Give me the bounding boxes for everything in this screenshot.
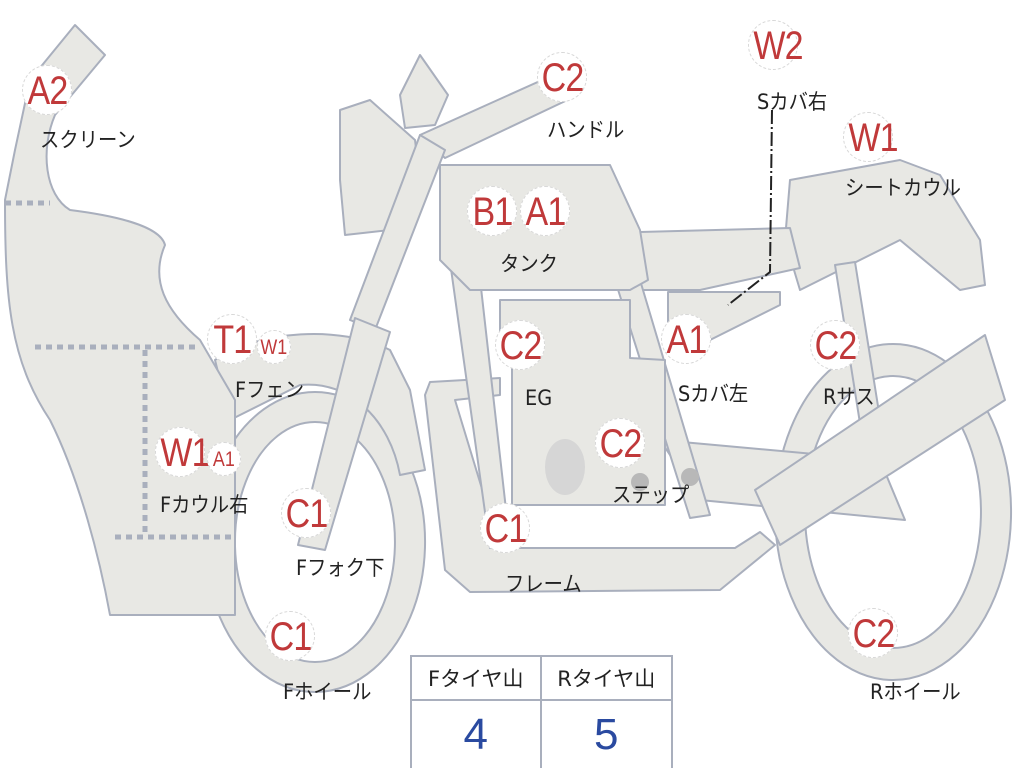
grade-badge-f-fender-1: T1	[207, 314, 257, 364]
leader-line	[727, 109, 773, 306]
label-r-sus: Rサス	[823, 385, 875, 409]
label-eg: EG	[525, 386, 553, 410]
frame-shape	[424, 377, 776, 593]
label-seat-cowl: シートカウル	[845, 176, 961, 200]
grade-badge-seat-cowl: W1	[843, 112, 899, 162]
label-tank: タンク	[500, 252, 558, 276]
label-step: ステップ	[612, 483, 690, 507]
label-r-wheel: Rホイール	[870, 680, 961, 704]
engine-cover-shape	[545, 439, 585, 495]
grade-badge-handle: C2	[537, 52, 587, 102]
grade-badge-f-wheel: C1	[265, 611, 315, 661]
step-peg-left	[631, 473, 649, 491]
grade-badge-screen: A2	[22, 65, 72, 115]
label-handle: ハンドル	[547, 118, 625, 142]
label-f-cowl-r: Fカウル右	[160, 493, 249, 517]
label-frame: フレーム	[505, 572, 582, 596]
value-r-tire: 5	[594, 709, 619, 759]
label-screen: スクリーン	[40, 128, 136, 152]
grade-badge-s-cover-r: W2	[748, 20, 804, 70]
tire-tread-table: Fタイヤ山 Rタイヤ山 4 5	[410, 655, 673, 768]
label-f-fork-lower: Fフォク下	[296, 556, 385, 580]
grade-badge-tank-2: A1	[520, 186, 570, 236]
seat-shape	[639, 227, 801, 291]
grade-badge-tank-1: B1	[467, 186, 517, 236]
muffler-shape	[754, 334, 1006, 546]
label-s-cover-r: Sカバ右	[757, 90, 828, 114]
grade-badge-f-cowl-r-2: A1	[207, 442, 241, 476]
grade-badge-r-wheel: C2	[848, 608, 898, 658]
grade-badge-r-sus: C2	[810, 320, 860, 370]
mirror-shape	[399, 54, 449, 129]
header-f-tire: Fタイヤ山	[412, 657, 542, 701]
label-s-cover-l: Sカバ左	[678, 382, 749, 406]
step-peg-right	[681, 468, 699, 486]
grade-badge-frame: C1	[480, 503, 530, 553]
value-f-tire: 4	[412, 701, 542, 768]
grade-badge-f-fork-lower: C1	[281, 488, 331, 538]
grade-badge-s-cover-l: A1	[661, 314, 711, 364]
header-r-tire: Rタイヤ山	[541, 657, 671, 701]
grade-badge-step: C2	[595, 418, 645, 468]
grade-badge-eg: C2	[495, 320, 545, 370]
label-f-wheel: Fホイール	[283, 680, 372, 704]
grade-badge-f-cowl-r-1: W1	[155, 427, 210, 477]
grade-badge-f-fender-2: W1	[257, 330, 291, 364]
label-f-fender: Fフェン	[235, 378, 305, 402]
